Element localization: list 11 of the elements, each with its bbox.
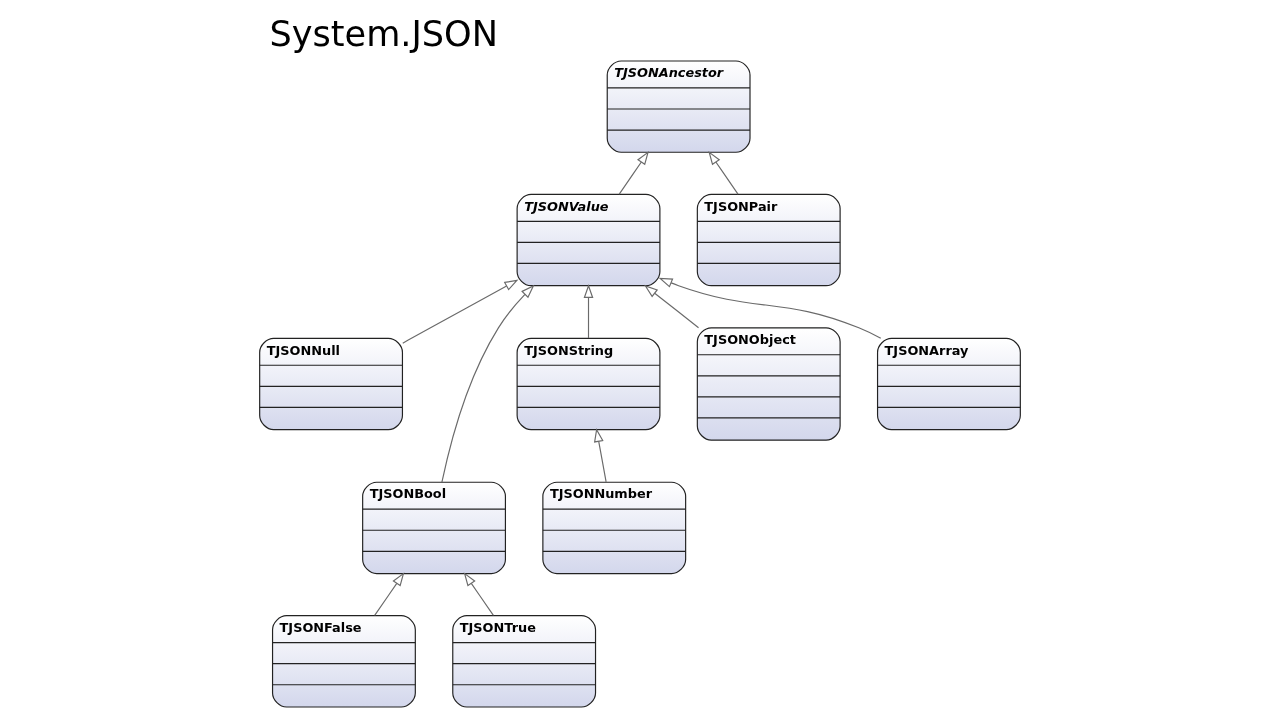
arrow	[708, 150, 739, 195]
arrow	[402, 279, 519, 344]
arrow	[644, 284, 700, 329]
arrow	[593, 427, 607, 483]
arrow	[583, 283, 594, 339]
arrow	[463, 572, 494, 616]
arrow	[374, 572, 405, 616]
diagram-title: System.JSON	[269, 12, 498, 54]
arrow	[658, 277, 882, 339]
arrow	[618, 150, 649, 195]
arrow	[441, 284, 535, 483]
